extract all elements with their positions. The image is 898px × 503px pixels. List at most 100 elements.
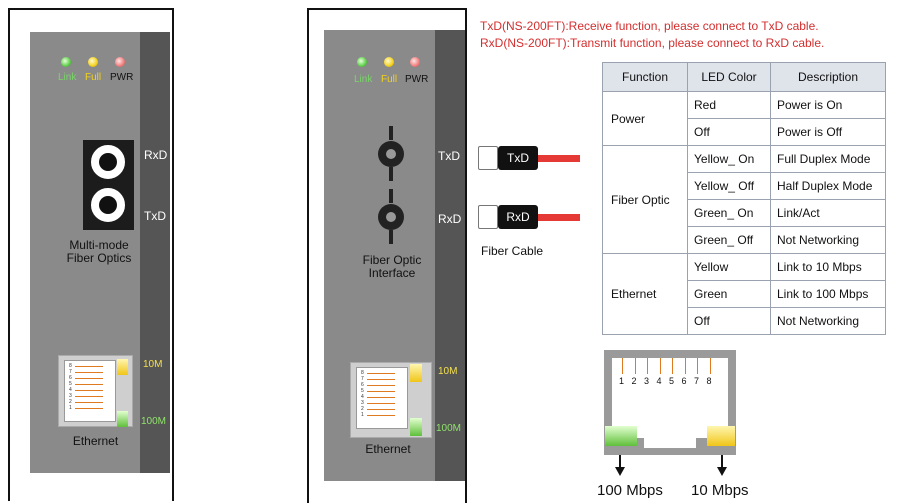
device1-ethernet-pin-number: 8 <box>69 363 72 369</box>
device2-ethernet-pin-contact <box>367 379 395 380</box>
rj45-diagram-pin-contact <box>684 358 686 374</box>
device1-fiber-caption-line2: Fiber Optics <box>66 251 132 265</box>
device1-10m-label: 10M <box>143 359 163 370</box>
table-cell-led-color: Red <box>687 91 771 119</box>
device1-pwr-label: PWR <box>110 72 134 83</box>
table-cell-function: Power <box>602 91 688 146</box>
device1-ethernet-pin-number: 7 <box>69 369 72 375</box>
rj45-diagram-pin-contact <box>647 358 648 374</box>
device2-pwr-label: PWR <box>405 74 429 85</box>
device2-100m-led <box>410 418 422 436</box>
device2-txd-connector-key-top <box>389 126 393 140</box>
txd-cable-plug: TxD <box>498 146 538 170</box>
table-cell-description: Link/Act <box>770 199 886 227</box>
device2-10m-led <box>410 364 422 382</box>
device2-rxd-connector-key-top <box>389 189 393 203</box>
device1-ethernet-pin-contact <box>75 384 103 385</box>
device1-link-label: Link <box>58 72 77 83</box>
device1-fiber-caption-line1: Multi-mode <box>69 238 129 252</box>
device1-ethernet-pin-number: 5 <box>69 381 72 387</box>
rj45-diagram-pin-number: 8 <box>706 376 712 386</box>
rj45-diagram-pin-number: 7 <box>694 376 700 386</box>
device2-link-led <box>357 57 367 67</box>
device1-rxd-port[interactable] <box>91 145 125 179</box>
table-cell-led-color: Off <box>687 307 771 335</box>
table-cell-function: Ethernet <box>602 253 688 335</box>
device1-txd-port[interactable] <box>91 188 125 222</box>
rj45-diagram-pin-number: 3 <box>644 376 650 386</box>
rj45-diagram-10m-led <box>707 426 735 446</box>
rj45-diagram-socket <box>612 358 728 438</box>
device2-ethernet-pin-contact <box>367 391 395 392</box>
device1-ethernet-pin-number: 3 <box>69 393 72 399</box>
table-cell-description: Half Duplex Mode <box>770 172 886 200</box>
table-cell-led-color: Green_ Off <box>687 226 771 254</box>
device2-rxd-connector-key-bottom <box>389 230 393 244</box>
device2-txd-connector-key-bottom <box>389 167 393 181</box>
device1-link-led <box>61 57 71 67</box>
table-cell-led-color: Off <box>687 118 771 146</box>
table-header-function: Function <box>602 62 688 92</box>
rj45-diagram-pin-contact <box>709 358 711 374</box>
device2-ethernet-pin-contact <box>367 397 395 398</box>
rj45-diagram-pin-contact <box>622 358 623 374</box>
device2-ethernet-pin-contact <box>367 409 395 410</box>
device2-ethernet-pin-number: 3 <box>361 400 364 406</box>
table-header-description: Description <box>770 62 886 92</box>
table-cell-description: Power is Off <box>770 118 886 146</box>
device1-ethernet-pin-contact <box>75 396 103 397</box>
device2-ethernet-pin-number: 8 <box>361 370 364 376</box>
table-header-led-color: LED Color <box>687 62 771 92</box>
device2-fiber-caption-line1: Fiber Optic <box>362 253 422 267</box>
device1-rxd-label: RxD <box>144 148 168 162</box>
device2-ethernet-pin-contact <box>367 415 395 416</box>
device1-ethernet-pin-number: 2 <box>69 399 72 405</box>
label-100mbps: 100 Mbps <box>597 482 663 499</box>
device1-txd-label: TxD <box>144 209 166 223</box>
device2-rxd-label: RxD <box>438 212 462 226</box>
table-cell-description: Not Networking <box>770 307 886 335</box>
table-cell-description: Not Networking <box>770 226 886 254</box>
table-cell-description: Power is On <box>770 91 886 119</box>
rj45-diagram-pin-number: 5 <box>669 376 675 386</box>
device2-link-label: Link <box>354 74 373 85</box>
device1-100m-led <box>117 411 128 427</box>
device2-ethernet-socket <box>356 367 408 429</box>
device1-ethernet-pin-contact <box>75 390 103 391</box>
rxd-cable-line <box>538 214 580 221</box>
device2-pwr-led <box>410 57 420 67</box>
device2-ethernet-pin-number: 1 <box>361 412 364 418</box>
table-cell-led-color: Yellow_ On <box>687 145 771 173</box>
device2-ethernet-pin-number: 4 <box>361 394 364 400</box>
device2-100m-label: 100M <box>436 423 462 434</box>
device2-ethernet-pin-number: 7 <box>361 376 364 382</box>
device1-100m-label: 100M <box>141 416 167 427</box>
rj45-diagram-pin-number: 1 <box>619 376 625 386</box>
rj45-diagram-pin-contact <box>672 358 673 374</box>
device1-full-led <box>88 57 98 67</box>
device1-ethernet-caption: Ethernet <box>72 434 119 448</box>
note-txd: TxD(NS-200FT):Receive function, please c… <box>480 19 819 33</box>
device2-10m-label: 10M <box>438 366 458 377</box>
device2-fiber-caption-line2: Interface <box>368 266 416 280</box>
device2-txd-label: TxD <box>438 149 460 163</box>
txd-cable-line <box>538 155 580 162</box>
note-rxd: RxD(NS-200FT):Transmit function, please … <box>480 36 825 50</box>
device1-10m-led <box>117 359 128 375</box>
device2-ethernet-pin-number: 6 <box>361 382 364 388</box>
device2-ethernet-pin-number: 2 <box>361 406 364 412</box>
device1-ethernet-pin-number: 4 <box>69 387 72 393</box>
rxd-cable-plug: RxD <box>498 205 538 229</box>
device2-rxd-connector[interactable] <box>378 204 404 230</box>
rj45-diagram-100m-led <box>605 426 637 446</box>
device1-ethernet-pin-number: 6 <box>69 375 72 381</box>
device2-txd-connector[interactable] <box>378 141 404 167</box>
device1-ethernet-pin-contact <box>75 372 103 373</box>
device2-ethernet-pin-contact <box>367 385 395 386</box>
device2-ethernet-pin-number: 5 <box>361 388 364 394</box>
device1-ethernet-pin-contact <box>75 366 103 367</box>
